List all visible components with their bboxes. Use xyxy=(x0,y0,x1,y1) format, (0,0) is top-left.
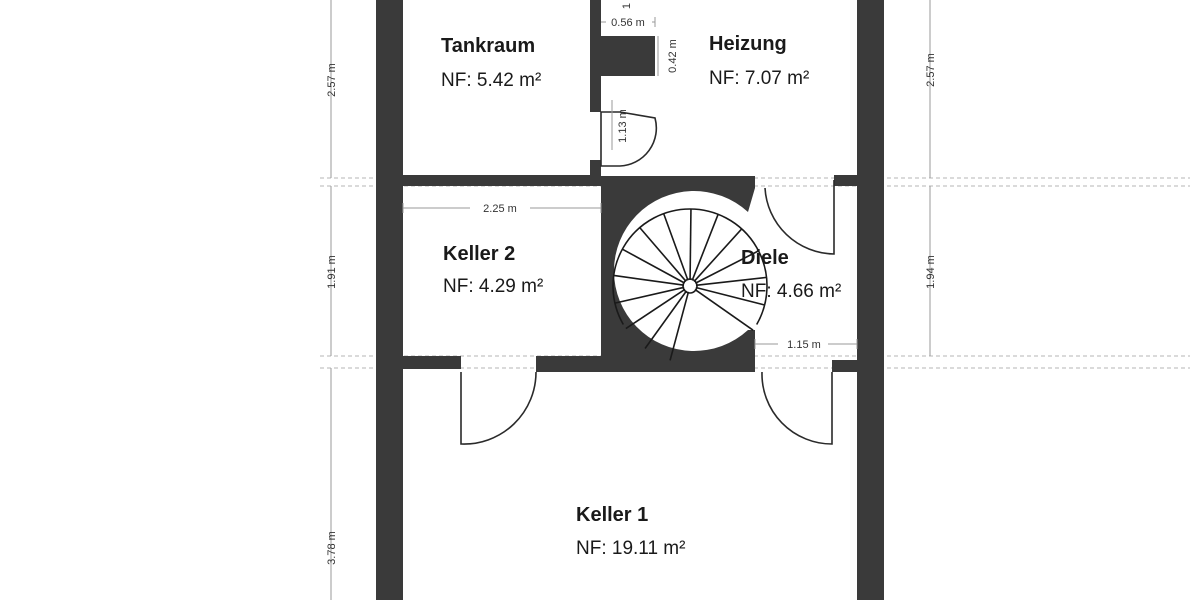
door-diele-heizung xyxy=(764,180,835,255)
room-name-tankraum: Tankraum xyxy=(441,35,535,57)
room-name-heizung: Heizung xyxy=(709,33,787,55)
room-area-keller1: NF: 19.11 m² xyxy=(576,538,685,559)
stair-tread xyxy=(695,286,765,306)
wall-tankraum-bottom xyxy=(403,175,593,186)
stair-tread xyxy=(613,274,685,286)
niche-block xyxy=(601,42,655,76)
room-name-keller2: Keller 2 xyxy=(443,243,515,265)
stair-tread xyxy=(614,286,685,304)
stair-tread xyxy=(691,214,719,281)
room-area-keller2: NF: 4.29 m² xyxy=(443,276,543,297)
room-name-keller1: Keller 1 xyxy=(576,504,648,526)
stair-tread xyxy=(694,288,754,331)
room-labels: Tankraum NF: 5.42 m² Heizung NF: 7.07 m²… xyxy=(441,33,841,559)
stair-tread xyxy=(621,248,686,284)
dim-right-mid: 1.94 m xyxy=(925,255,937,289)
spiral-stair xyxy=(612,208,768,361)
dim-diele-width: 1.15 m xyxy=(787,339,821,351)
dim-right-top: 2.57 m xyxy=(925,53,937,87)
stair-tread xyxy=(694,250,759,284)
dim-cut-top: 1 xyxy=(621,3,633,9)
dim-left: 2.57 m 1.91 m 3.78 m xyxy=(326,0,338,600)
door-diele-keller1 xyxy=(761,371,833,445)
room-name-diele: Diele xyxy=(741,247,789,269)
dim-niche-depth: 0.42 m xyxy=(667,39,679,73)
dim-door-width: 1.13 m xyxy=(617,109,629,143)
wall-keller2-bottom-left xyxy=(403,356,461,369)
room-area-tankraum: NF: 5.42 m² xyxy=(441,70,541,91)
dim-right: 2.57 m 1.94 m xyxy=(925,0,937,356)
stair-tread xyxy=(662,213,689,281)
stair-newel xyxy=(682,278,698,294)
door-keller2 xyxy=(460,371,537,445)
dim-keller2-width: 2.25 m xyxy=(483,203,517,215)
stair-tread xyxy=(644,290,688,349)
wall-lower-corner xyxy=(590,160,601,186)
dim-niche-width: 0.56 m xyxy=(611,17,645,29)
stair-tread xyxy=(639,227,687,282)
niche-wall-top xyxy=(601,36,655,42)
door-tankraum-heizung xyxy=(600,111,658,167)
stair-tread xyxy=(625,288,686,330)
dim-left-top: 2.57 m xyxy=(326,63,338,97)
stair-tread xyxy=(695,276,767,287)
stair-tread xyxy=(693,228,743,283)
room-area-heizung: NF: 7.07 m² xyxy=(709,68,809,89)
dim-left-mid: 1.91 m xyxy=(326,255,338,289)
outer-wall-left xyxy=(376,0,403,600)
stair-tread xyxy=(689,208,692,281)
wall-heizung-diele-right xyxy=(834,175,857,186)
room-area-diele: NF: 4.66 m² xyxy=(741,281,841,302)
doors xyxy=(460,111,835,445)
dim-left-bottom: 3.78 m xyxy=(326,531,338,565)
dim-interior: 2.25 m 1.15 m 0.56 m 1 0.42 m 1.13 m xyxy=(402,3,858,351)
stair-tread xyxy=(669,291,690,361)
wall-keller2-bottom-right xyxy=(536,356,606,372)
wall-diele-bottom-right xyxy=(832,360,857,372)
wall-tankraum-heizung xyxy=(590,0,601,112)
outer-wall-right xyxy=(857,0,884,600)
